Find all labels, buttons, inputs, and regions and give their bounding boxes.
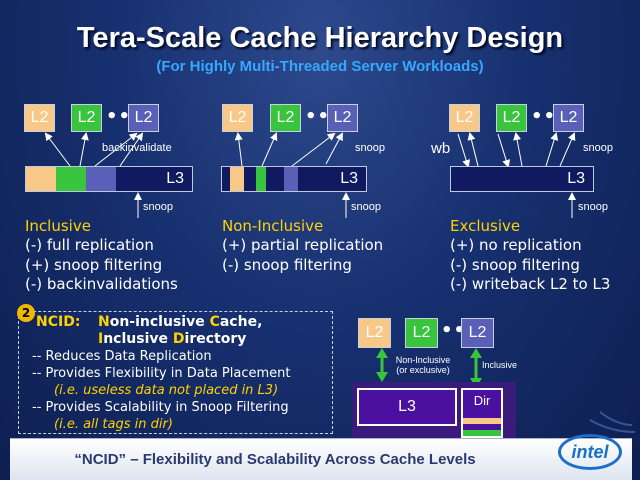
- exclusive-heading: Exclusive: [450, 217, 521, 235]
- decorative-swirl: [589, 411, 636, 433]
- noninclusive-l2-cache-3: L2: [327, 104, 358, 132]
- ncid-point-1: -- Reduces Data Replication: [32, 349, 212, 364]
- ncid-box: [18, 311, 333, 434]
- noninclusive-heading: Non-Inclusive: [222, 217, 324, 235]
- noninclusive-arrows: [234, 132, 350, 218]
- inclusive-l2-cache-3: L2: [128, 104, 159, 132]
- exclusive-l2-cache-2: L2: [496, 104, 527, 132]
- ncid-badge: 2: [17, 304, 35, 322]
- ncid-expansion-line-2: Inclusive Directory: [98, 331, 247, 347]
- exclusive-point-3: (-) writeback L2 to L3: [450, 275, 611, 293]
- exclusive-l3-label: L3: [567, 170, 585, 187]
- inclusive-l2-cache-1: L2: [24, 104, 55, 132]
- noninclusive-l3-blue-segment: [284, 167, 298, 191]
- inclusive-backinvalidate-label: backinvalidate: [102, 142, 172, 154]
- noninclusive-l3-label: L3: [340, 170, 358, 187]
- footer-banner: [10, 438, 632, 480]
- inclusive-point-1: (-) full replication: [25, 236, 154, 254]
- ncid-dir-label: Dir: [473, 393, 491, 408]
- noninclusive-l3-green-segment: [256, 167, 266, 191]
- inclusive-l3-label: L3: [166, 170, 184, 187]
- exclusive-l3-cache: L3: [450, 166, 594, 192]
- ncid-expansion-line-1: Non-inclusive Cache,: [98, 314, 263, 330]
- ncid-l2-cache-3: L2: [461, 318, 494, 348]
- noninclusive-l2-cache-1: L2: [222, 104, 253, 132]
- ncid-inclusive-label: Inclusive: [482, 360, 518, 370]
- inclusive-snoop-label: snoop: [143, 201, 173, 213]
- ncid-point-3: -- Provides Scalability in Snoop Filteri…: [32, 400, 289, 415]
- exclusive-snoop-label: snoop: [578, 201, 608, 213]
- exclusive-ellipsis: ••: [531, 106, 557, 127]
- exclusive-snoop-top-label: snoop: [583, 142, 613, 154]
- ncid-point-2-detail: (i.e. useless data not placed in L3): [54, 383, 279, 398]
- inclusive-l3-green-segment: [56, 167, 86, 191]
- inclusive-point-2: (+) snoop filtering: [25, 256, 163, 274]
- inclusive-heading: Inclusive: [25, 217, 91, 235]
- ncid-noninclusive-label: Non-Inclusive (or exclusive): [395, 355, 451, 375]
- noninclusive-point-1: (+) partial replication: [222, 236, 384, 254]
- inclusive-l3-peach-segment: [26, 167, 56, 191]
- ncid-dir-green-entry: [463, 430, 501, 436]
- ncid-point-2: -- Provides Flexibility in Data Placemen…: [32, 366, 291, 381]
- slide-title: Tera-Scale Cache Hierarchy Design: [76, 22, 564, 54]
- noninclusive-point-2: (-) snoop filtering: [222, 256, 352, 274]
- exclusive-wb-label: wb: [431, 140, 451, 157]
- inclusive-l2-cache-2: L2: [71, 104, 102, 132]
- exclusive-l2-cache-1: L2: [449, 104, 480, 132]
- ncid-l2-cache-2: L2: [405, 318, 438, 348]
- ncid-label: NCID:: [36, 314, 81, 330]
- exclusive-point-1: (+) no replication: [450, 236, 582, 254]
- noninclusive-snoop-top-label: snoop: [355, 142, 385, 154]
- inclusive-ellipsis: ••: [106, 106, 132, 127]
- noninclusive-l3-cache: L3: [221, 166, 367, 192]
- ncid-point-3-detail: (i.e. all tags in dir): [54, 417, 173, 432]
- exclusive-arrows: [457, 132, 576, 218]
- inclusive-l3-cache: L3: [25, 166, 193, 192]
- noninclusive-snoop-label: snoop: [351, 201, 381, 213]
- ncid-directory: Dir: [461, 388, 503, 438]
- ncid-dir-peach-entry: [463, 418, 501, 424]
- inclusive-point-3: (-) backinvalidations: [25, 275, 178, 293]
- noninclusive-l3-peach-segment: [230, 167, 244, 191]
- noninclusive-l2-cache-2: L2: [270, 104, 301, 132]
- ncid-l2-cache-1: L2: [358, 318, 391, 348]
- inclusive-fill-arrows: [44, 132, 144, 218]
- exclusive-l2-cache-3: L2: [553, 104, 584, 132]
- inclusive-l3-blue-segment: [86, 167, 116, 191]
- ncid-l3-cache: L3: [357, 388, 457, 426]
- intel-logo: intel: [558, 434, 622, 470]
- ncid-ellipsis: ••: [441, 320, 467, 341]
- slide-subtitle: (For Highly Multi-Threaded Server Worklo…: [156, 58, 484, 75]
- exclusive-point-2: (-) snoop filtering: [450, 256, 580, 274]
- noninclusive-ellipsis: ••: [305, 106, 331, 127]
- footer-text: “NCID” – Flexibility and Scalability Acr…: [74, 451, 476, 468]
